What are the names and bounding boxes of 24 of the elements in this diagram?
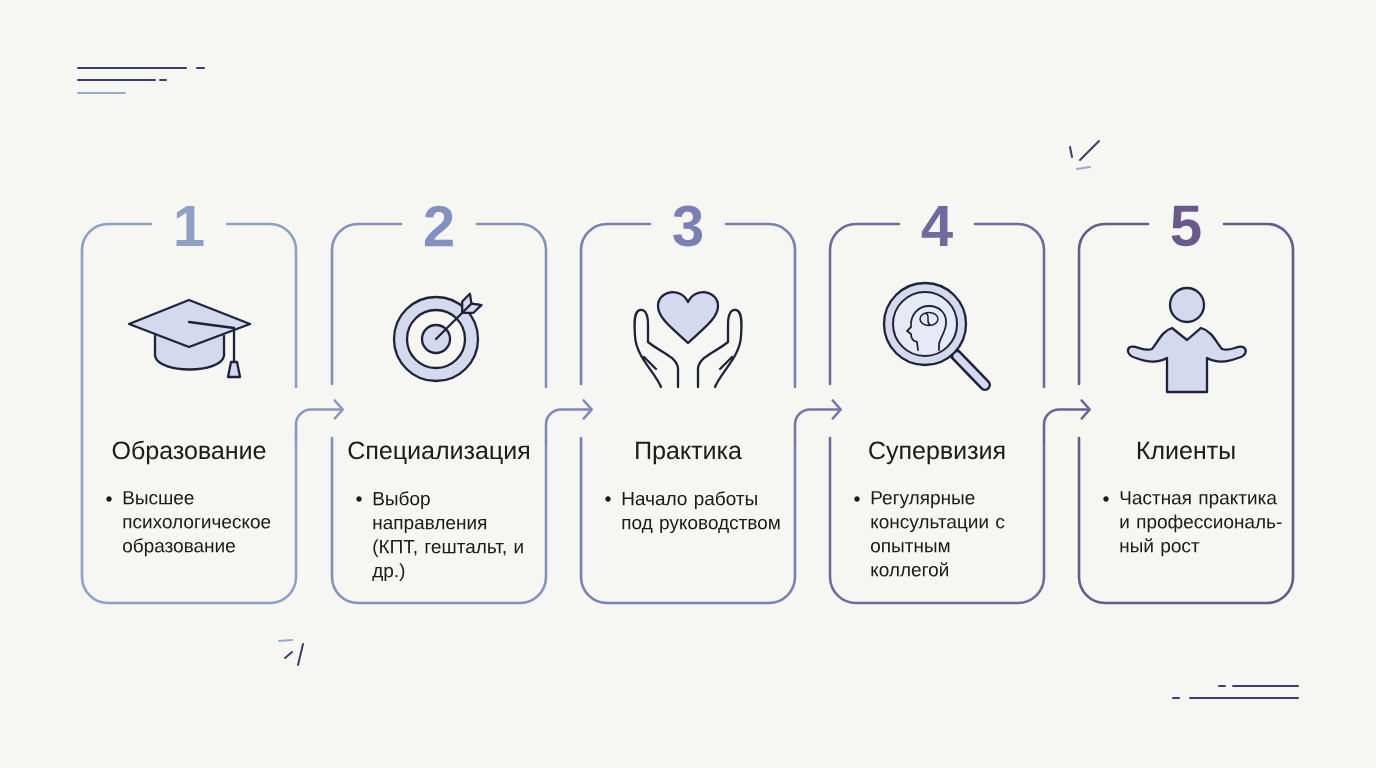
step-description: Регулярные консультации с опытным коллегой	[871, 491, 1005, 577]
arrow	[294, 399, 344, 445]
step-number: 5	[1171, 205, 1201, 247]
step-title: Специализация	[348, 441, 529, 464]
step-description: Начало работы под руководством	[622, 491, 780, 534]
step-card	[828, 206, 1046, 605]
step-description: Частная практика и профессиональ- ный рост	[1120, 491, 1282, 557]
arrow	[544, 399, 593, 445]
step-title: Образование	[112, 440, 266, 465]
step-card	[1077, 205, 1295, 605]
step-card	[579, 205, 797, 605]
arrow	[793, 399, 842, 445]
step-title: Практика	[636, 441, 742, 465]
step-title: Клиенты	[1137, 441, 1235, 460]
step-number: 4	[921, 206, 953, 246]
step-card	[330, 205, 548, 605]
arrow	[1042, 399, 1091, 445]
step-card	[80, 206, 298, 605]
step-number: 1	[176, 206, 204, 246]
step-description: Высшее психологическое образование	[123, 491, 271, 557]
step-number: 2	[424, 205, 453, 247]
step-number: 3	[673, 205, 703, 247]
step-description: Выбор направления (КПТ, гештальт, и др.)	[372, 491, 523, 582]
step-title: Супервизия	[869, 441, 1005, 465]
